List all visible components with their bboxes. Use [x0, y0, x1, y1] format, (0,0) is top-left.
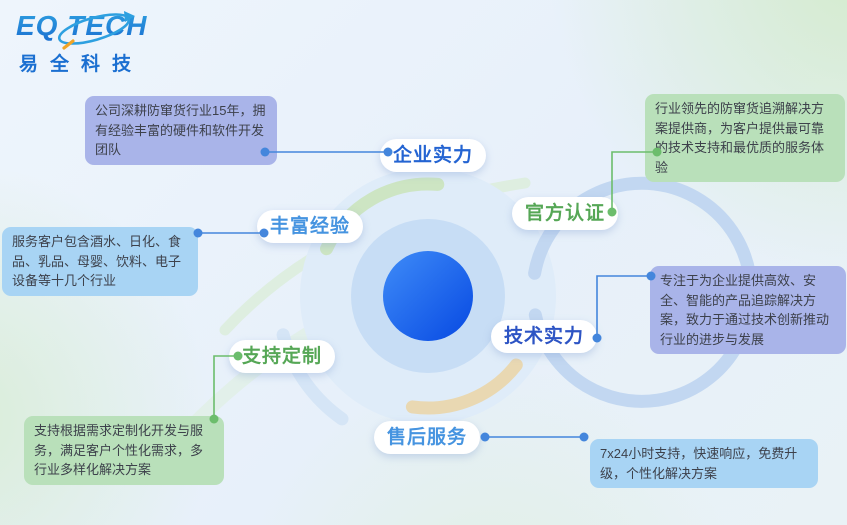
info-box-technical-strength: 专注于为企业提供高效、安全、智能的产品追踪解决方案，致力于通过技术创新推动行业的…: [650, 266, 846, 354]
info-box-official-certification: 行业领先的防窜货追溯解决方案提供商，为客户提供最可靠的技术支持和最优质的服务体验: [645, 94, 845, 182]
info-box-enterprise-strength: 公司深耕防窜货行业15年，拥有经验丰富的硬件和软件开发团队: [85, 96, 277, 165]
middle-ring-circle: [351, 219, 505, 373]
info-box-after-sales-service: 7x24小时支持，快速响应，免费升级，个性化解决方案: [590, 439, 818, 488]
label-pill-rich-experience: 丰富经验: [257, 210, 364, 243]
label-pill-enterprise-strength: 企业实力: [380, 139, 487, 172]
connector-technical-strength: [592, 271, 656, 343]
logo-text-cn: 易全科技: [19, 54, 144, 75]
label-pill-technical-strength: 技术实力: [491, 320, 598, 353]
info-box-rich-experience: 服务客户包含酒水、日化、食品、乳品、母婴、饮料、电子设备等十几个行业: [2, 227, 198, 296]
label-pill-official-certification: 官方认证: [512, 197, 619, 230]
arc-segment-tan: [405, 358, 523, 415]
logo-text-en: EQ TECH: [16, 10, 206, 42]
logo: EQ TECH 易全科技: [16, 10, 206, 90]
label-pill-custom-support: 支持定制: [229, 340, 336, 373]
connector-enterprise-strength: [260, 147, 393, 157]
core-circle: [383, 251, 473, 341]
info-box-custom-support: 支持根据需求定制化开发与服务，满足客户个性化需求，多行业多样化解决方案: [24, 416, 224, 485]
connector-after-sales-service: [480, 432, 589, 442]
label-pill-after-sales-service: 售后服务: [374, 421, 481, 454]
